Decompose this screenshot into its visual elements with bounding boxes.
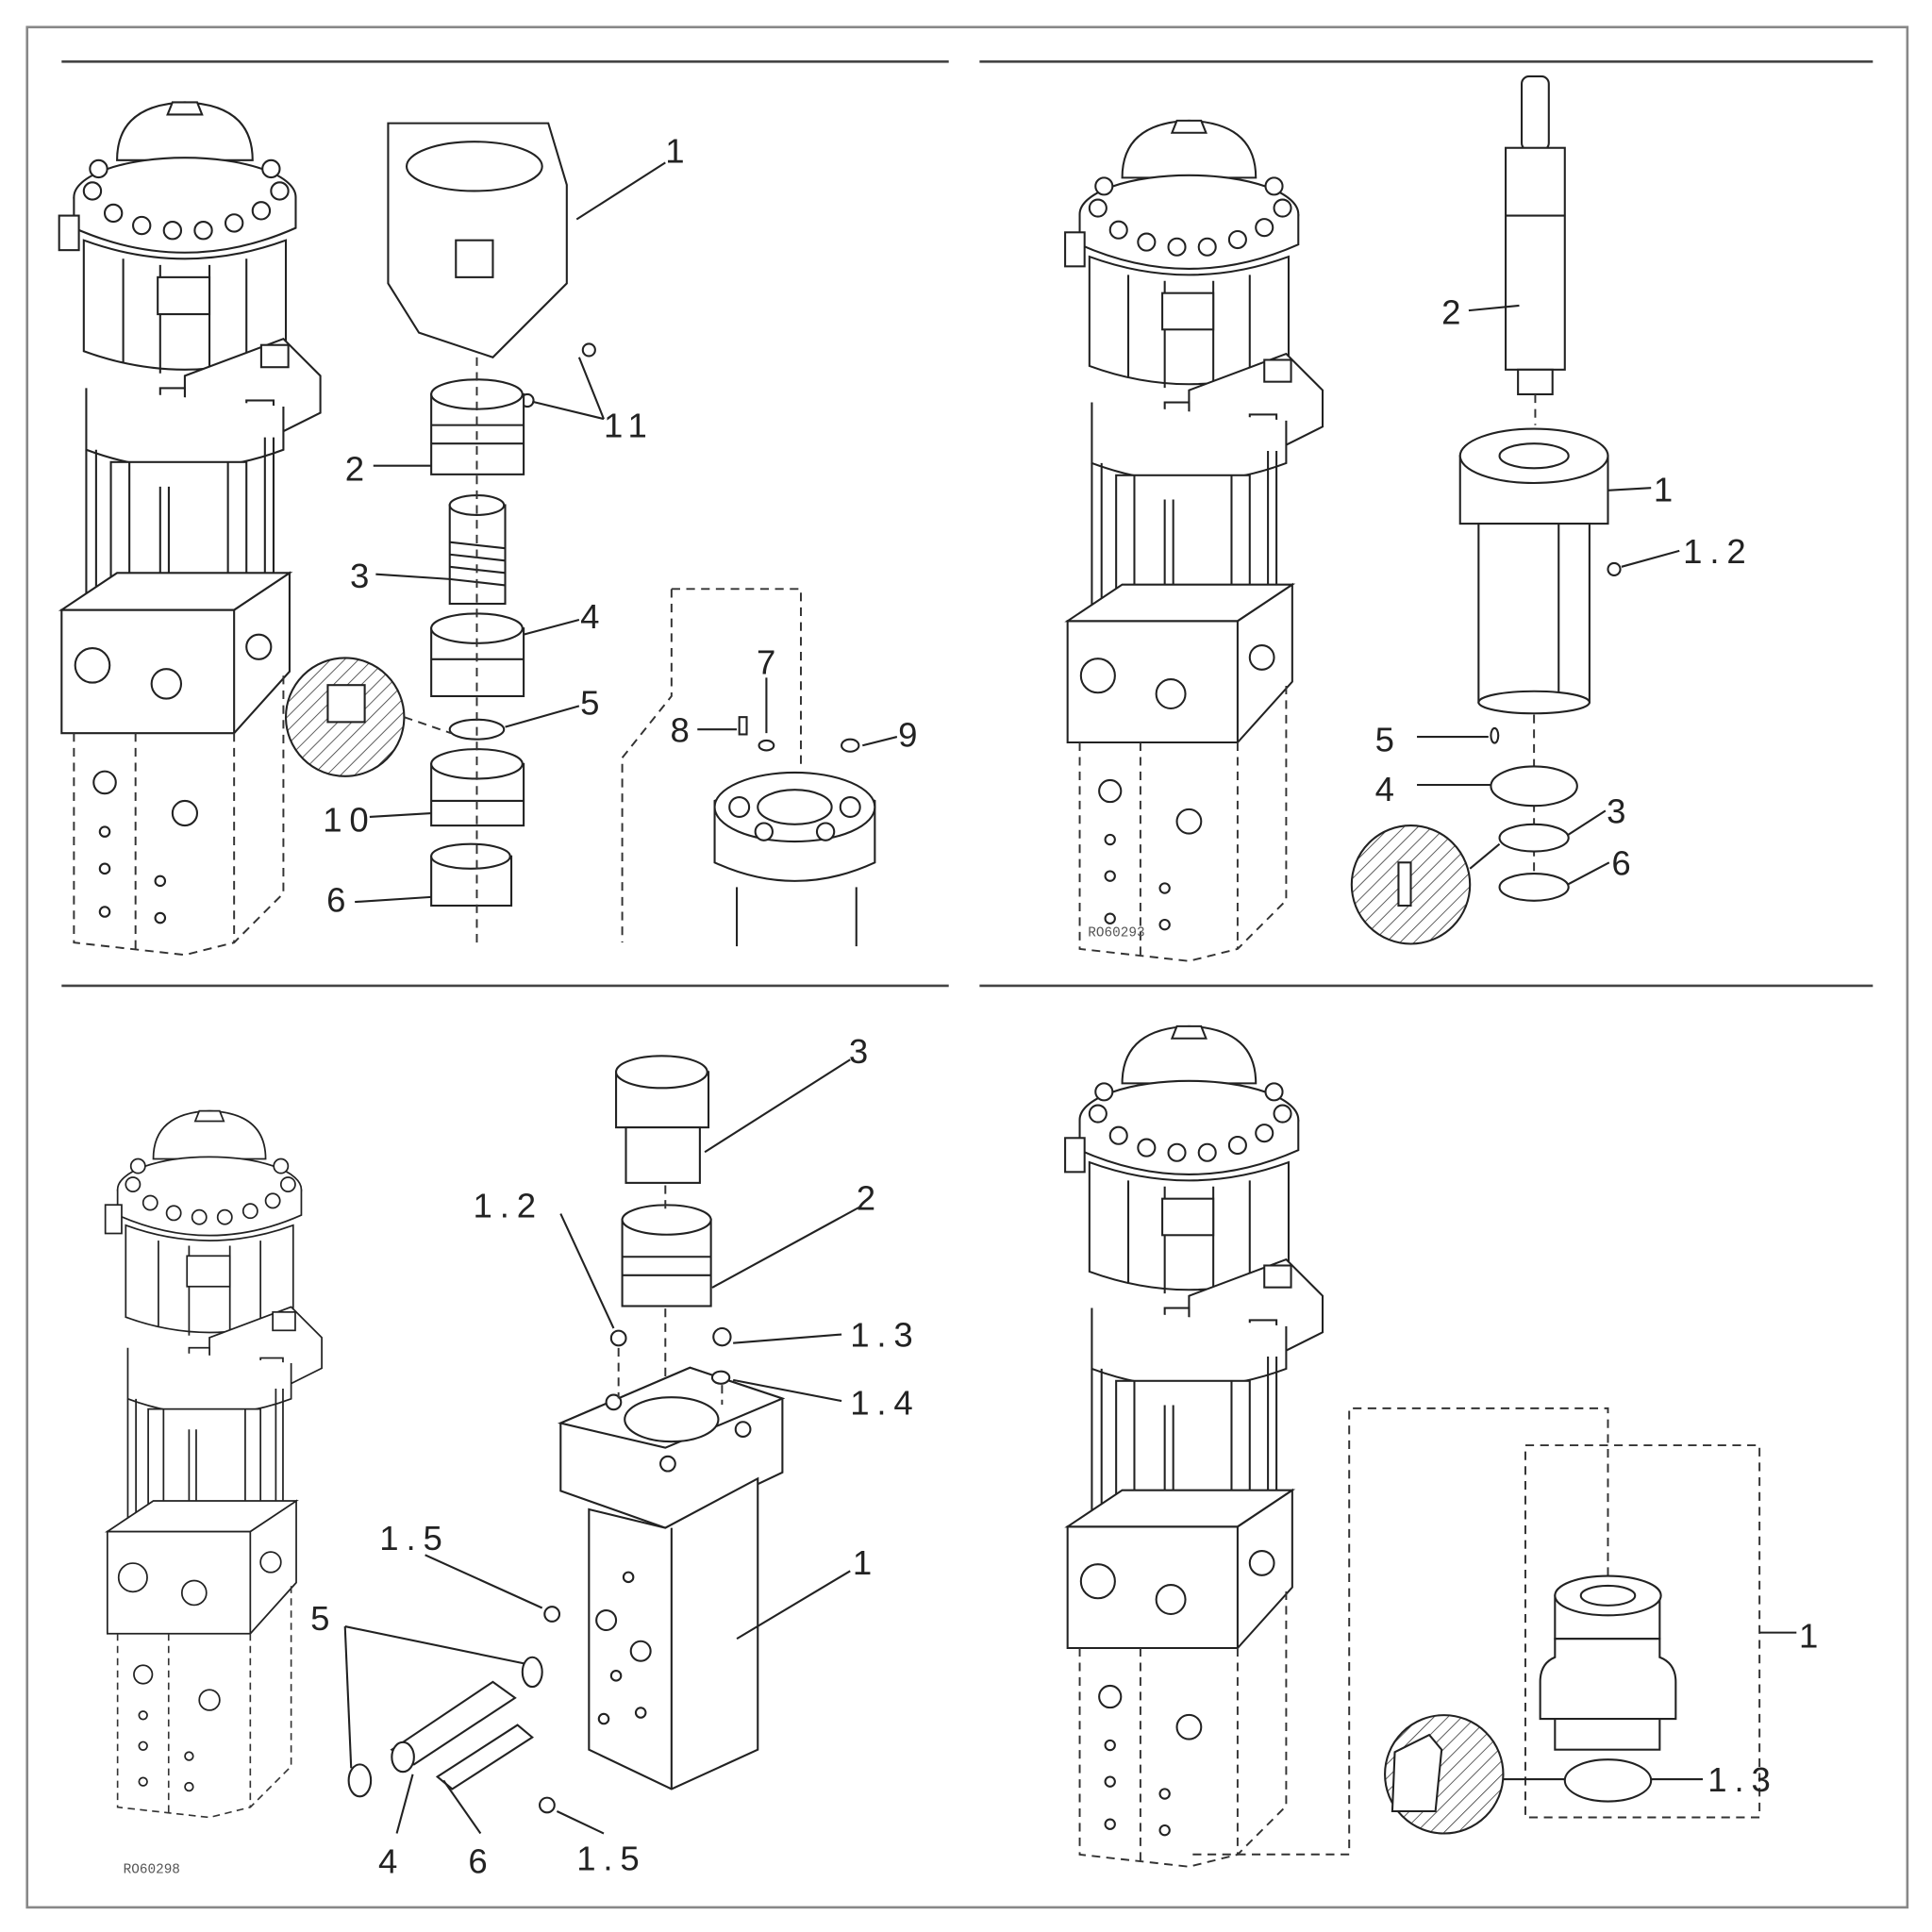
callout-1-4: 1.4 <box>850 1383 920 1422</box>
callout-4: 4 <box>378 1841 405 1880</box>
part-plug-5-b <box>347 1763 373 1798</box>
part-manifold-block-1 <box>557 1366 786 1790</box>
part-plug-1-2 <box>609 1329 627 1347</box>
machine-assembly <box>104 1109 323 1819</box>
callout-9: 9 <box>898 716 924 755</box>
machine-assembly <box>1063 1024 1324 1868</box>
callout-5: 5 <box>310 1599 337 1638</box>
callout-2: 2 <box>857 1179 883 1218</box>
part-ring-3 <box>1498 823 1570 853</box>
part-valve-cartridge-1 <box>1539 1574 1677 1751</box>
callout-4: 4 <box>1375 770 1402 808</box>
callout-8: 8 <box>671 710 697 749</box>
machine-assembly <box>58 101 322 957</box>
part-sleeve-2 <box>621 1204 712 1307</box>
callout-1: 1 <box>665 131 691 170</box>
seal-detail-inset <box>1384 1714 1565 1835</box>
callout-1-3: 1.3 <box>1707 1760 1777 1799</box>
callout-4: 4 <box>580 597 607 636</box>
callout-6: 6 <box>1611 843 1638 882</box>
callout-3: 3 <box>1607 791 1633 830</box>
part-guide-1 <box>1458 427 1622 715</box>
part-plug-1-5-upper <box>543 1606 561 1623</box>
callout-2: 2 <box>345 449 372 488</box>
machine-assembly <box>1063 119 1324 962</box>
callout-5: 5 <box>580 684 607 723</box>
callout-1-5: 1.5 <box>379 1519 449 1557</box>
callout-3: 3 <box>849 1032 875 1071</box>
part-plug-5-a <box>521 1656 543 1689</box>
part-bushing-3 <box>615 1055 710 1184</box>
part-ring-6 <box>1498 872 1570 902</box>
callout-7: 7 <box>757 642 783 681</box>
callout-6: 6 <box>326 881 353 920</box>
part-pin-4 <box>390 1680 517 1774</box>
panel-2: 2 1 1.2 5 4 3 6 RO60293 <box>1063 75 1753 962</box>
callout-1: 1 <box>1799 1616 1825 1655</box>
callout-1-3: 1.3 <box>850 1316 920 1355</box>
figure-code: RO60298 <box>124 1862 180 1877</box>
callout-11: 11 <box>604 407 655 445</box>
outer-frame <box>25 25 1909 1909</box>
callout-10: 10 <box>323 801 375 840</box>
part-plug-1-5-lower <box>539 1796 556 1814</box>
part-disc-4 <box>1490 765 1578 808</box>
part-ring-6 <box>430 842 513 908</box>
callout-2: 2 <box>1441 293 1468 332</box>
seal-detail-inset <box>284 657 452 777</box>
callout-1: 1 <box>853 1543 879 1582</box>
flange-detail-inset <box>621 588 876 947</box>
figure-code: RO60293 <box>1088 926 1144 941</box>
panel-3: 3 1.2 2 1.3 1.4 1.5 1 5 4 6 1.5 RO60298 <box>104 1032 920 1880</box>
panel-1: 1 11 2 3 4 5 10 6 7 8 9 <box>58 101 924 957</box>
panel-4: 1 1.3 <box>1063 1024 1825 1868</box>
assembly-group-box <box>1524 1444 1761 1819</box>
part-shaft-2 <box>1505 75 1566 396</box>
callout-1-2: 1.2 <box>474 1186 543 1224</box>
part-oring-1-4 <box>710 1370 731 1385</box>
callout-1: 1 <box>1654 471 1680 509</box>
part-housing <box>387 122 596 408</box>
part-plug-1-3 <box>712 1326 732 1347</box>
callout-1-2: 1.2 <box>1683 532 1753 571</box>
seal-detail-inset <box>1350 824 1501 945</box>
part-oring-5 <box>1490 726 1500 744</box>
callout-6: 6 <box>468 1841 494 1880</box>
part-seal-1-3 <box>1563 1758 1653 1803</box>
callout-1-5: 1.5 <box>576 1840 646 1878</box>
callout-5: 5 <box>1375 721 1402 759</box>
callout-3: 3 <box>350 557 376 595</box>
